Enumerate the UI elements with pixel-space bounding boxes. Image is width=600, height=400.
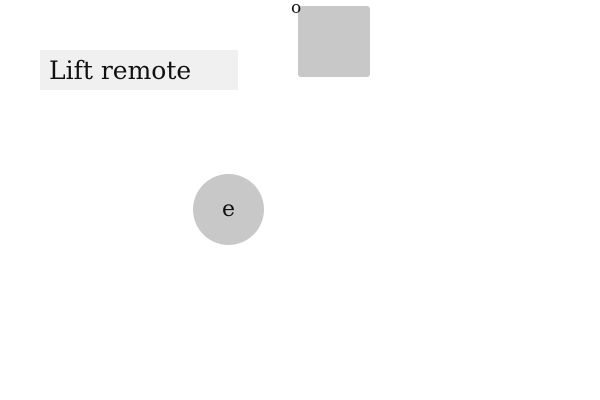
square-marker-label: o <box>291 0 302 18</box>
circle-target[interactable]: e <box>193 174 264 245</box>
circle-target-label: e <box>221 196 236 222</box>
instruction-label: Lift remote <box>40 50 238 90</box>
instruction-text: Lift remote <box>49 55 192 85</box>
square-target[interactable] <box>298 6 370 77</box>
